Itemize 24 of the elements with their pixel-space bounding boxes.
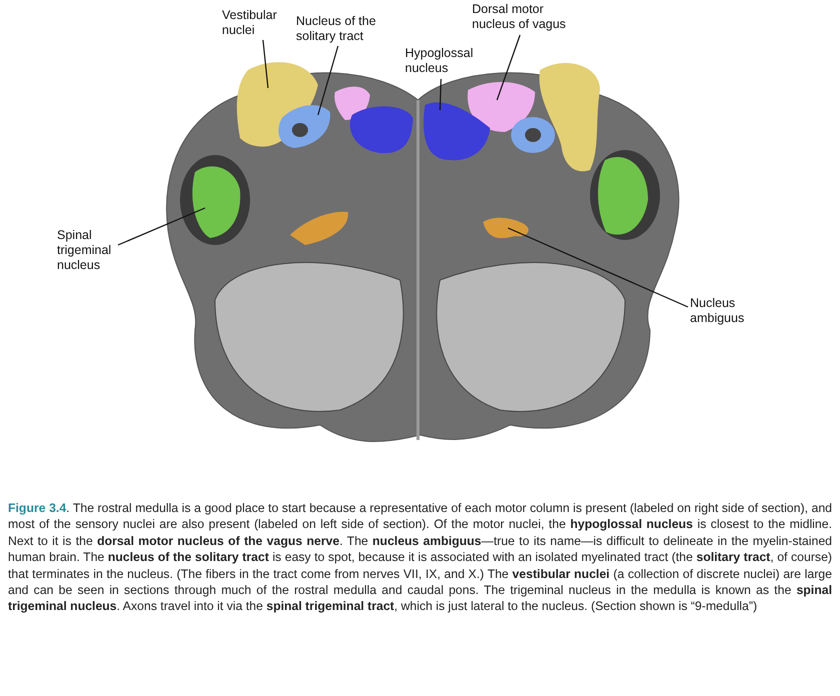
figure-caption: Figure 3.4. The rostral medulla is a good place to start because a representative of each motor column is present (labeled on right side of section), and most of the sensory nuclei are also present (labeled on left side of section). Of the motor nuclei, the hypoglossal nucleus is closest to the midline. Next to it is the dorsal motor nucleus of the vagus nerve. The nucleus ambiguus—true to its name—is difficult to delineate in the myelin-stained human brain. The nucleus of the solitary tract is easy to spot, because it is associated with an isolated myelinated tract (the solitary tract, of course) that terminates in the nucleus. (The fibers in the tract come from nerves VII, IX, and X.) The vestibular nuclei (a collection of discrete nuclei) are large and can be seen in sections through much of the rostral medulla and caudal pons. The trigeminal nucleus in the medulla is known as the spinal trigeminal nucleus. Axons travel into it via the spinal trigeminal tract, which is just lateral to the nucleus. (Section shown is “9-medulla”)	[8, 500, 832, 615]
leader-line	[118, 207, 206, 246]
structure-label: Nucleus ambiguus	[690, 296, 760, 326]
highlighted-nucleus	[334, 86, 370, 120]
leader-line	[317, 46, 339, 116]
highlighted-nucleus	[278, 105, 330, 148]
highlighted-nucleus	[350, 106, 413, 154]
highlighted-nucleus	[511, 117, 555, 153]
structure-label: Vestibular nuclei	[222, 8, 282, 38]
highlighted-nucleus	[290, 212, 348, 245]
structure-label: Hypoglossal nucleus	[405, 46, 475, 76]
highlighted-nucleus	[468, 82, 535, 132]
structure-label: Spinal trigeminal nucleus	[57, 228, 127, 273]
leader-line	[508, 227, 688, 308]
highlighted-nucleus	[192, 166, 240, 238]
leader-line	[496, 34, 521, 100]
highlighted-nucleus	[424, 102, 490, 160]
structure-label: Dorsal motor nucleus of vagus	[472, 2, 582, 32]
highlighted-nucleus	[236, 62, 318, 147]
structure-label: Nucleus of the solitary tract	[296, 14, 391, 44]
highlighted-nucleus	[539, 62, 600, 172]
highlighted-nucleus	[598, 157, 648, 235]
leader-line	[262, 40, 269, 88]
highlighted-nucleus	[483, 218, 528, 238]
